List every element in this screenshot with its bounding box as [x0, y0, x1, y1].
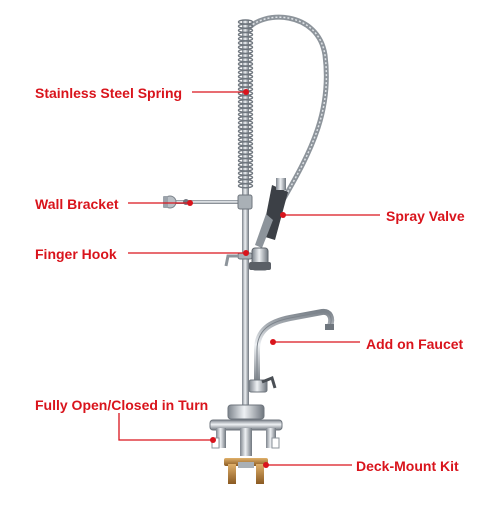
- callout-finger-hook: Finger Hook: [35, 246, 117, 262]
- spring-coil-turn: [237, 183, 254, 189]
- stainless-steel-spring: [237, 19, 254, 189]
- wall-bracket: [163, 194, 253, 210]
- callout-deck-mount-kit: Deck-Mount Kit: [356, 458, 459, 474]
- riser-pipe: [242, 20, 249, 410]
- callout-add-on-faucet: Add on Faucet: [366, 336, 464, 352]
- spray-hose: [244, 14, 329, 203]
- deck-mount-kit: [224, 458, 268, 484]
- add-on-faucet: [248, 308, 335, 393]
- callout-dots: [187, 89, 286, 468]
- spray-valve: [249, 178, 288, 271]
- callout-leaders: [118, 91, 380, 466]
- callout-wall-bracket: Wall Bracket: [35, 196, 119, 212]
- callout-fully-open-closed: Fully Open/Closed in Turn: [35, 397, 209, 413]
- callout-spray-valve: Spray Valve: [386, 208, 465, 224]
- mixing-valve-body: [209, 404, 283, 456]
- callout-stainless-steel-spring: Stainless Steel Spring: [35, 85, 183, 101]
